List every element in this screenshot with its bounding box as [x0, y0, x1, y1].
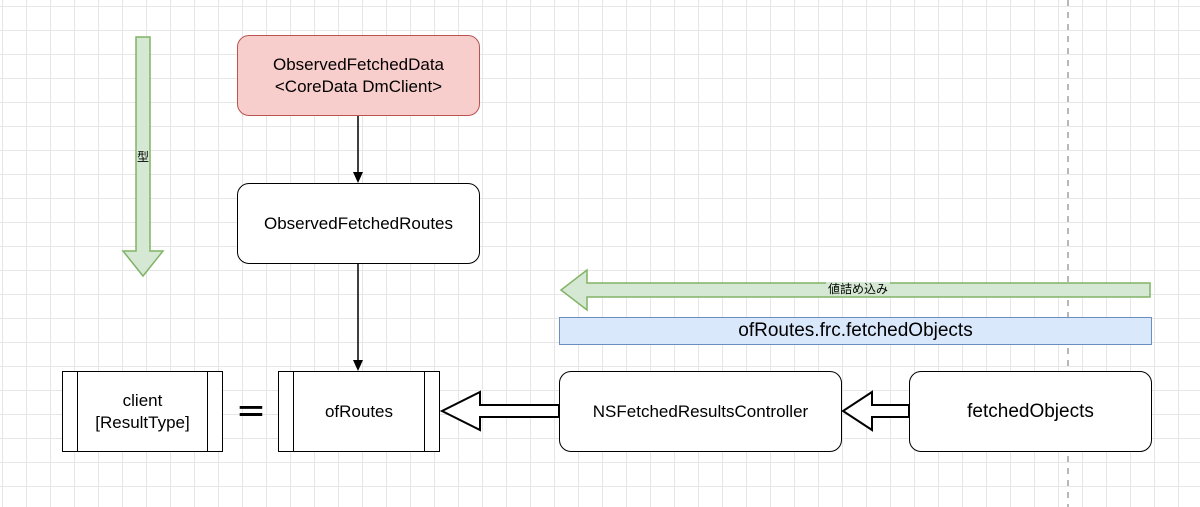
type-direction-arrow [121, 36, 165, 278]
frc-fetched-objects-bar[interactable]: ofRoutes.frc.fetchedObjects [559, 317, 1152, 345]
observed-fetched-data-label: ObservedFetchedData <CoreData DmClient> [272, 54, 445, 96]
of-routes-node[interactable]: ofRoutes [278, 371, 440, 452]
fetched-objects-label: fetchedObjects [967, 400, 1094, 422]
value-fill-arrow-label: 値詰め込み [826, 282, 891, 296]
block-arrow-controller-to-ofroutes [439, 390, 560, 432]
arrowhead-data-to-routes [353, 172, 363, 183]
observed-fetched-data-node[interactable]: ObservedFetchedData <CoreData DmClient> [237, 35, 480, 116]
equals-sign: = [228, 386, 274, 436]
observed-fetched-routes-node[interactable]: ObservedFetchedRoutes [237, 183, 480, 264]
client-result-type-label: client [ResultType] [95, 390, 190, 432]
arrowhead-routes-to-ofroutes [353, 360, 363, 371]
ns-fetched-results-controller-label: NSFetchedResultsController [592, 401, 809, 421]
type-arrow-label: 型 [137, 150, 150, 164]
block-arrow-objects-to-controller [841, 390, 910, 432]
frc-fetched-objects-label: ofRoutes.frc.fetchedObjects [738, 320, 973, 341]
ns-fetched-results-controller-node[interactable]: NSFetchedResultsController [559, 371, 842, 452]
observed-fetched-routes-label: ObservedFetchedRoutes [264, 213, 453, 233]
client-result-type-node[interactable]: client [ResultType] [62, 371, 223, 452]
of-routes-label: ofRoutes [324, 401, 394, 421]
equals-sign-glyph: = [235, 390, 267, 431]
fetched-objects-node[interactable]: fetchedObjects [909, 371, 1152, 452]
